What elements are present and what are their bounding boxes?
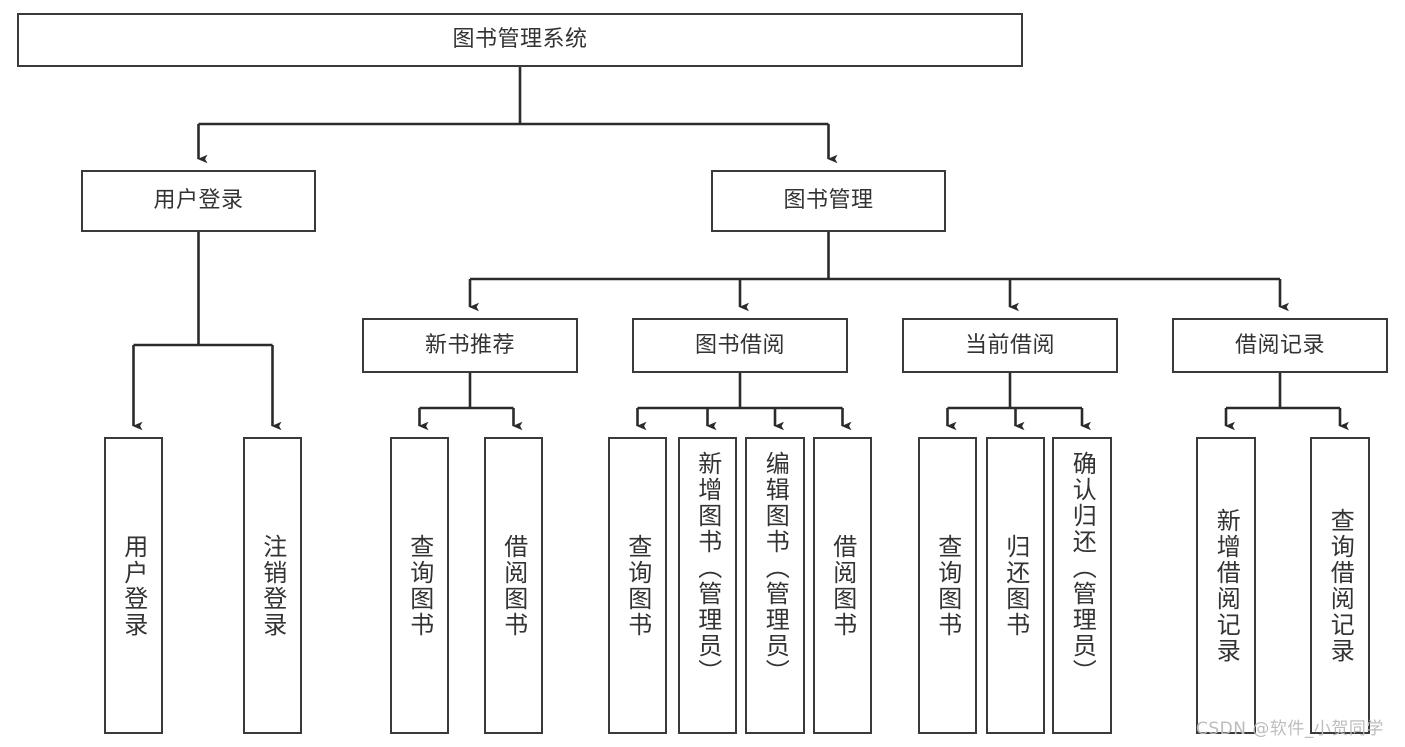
node-label: 查询图书 bbox=[623, 533, 652, 638]
node-label: 用户登录 bbox=[119, 533, 148, 638]
node-leaf-borrow-book-2[interactable]: 借阅图书 bbox=[813, 437, 872, 734]
node-leaf-query-record[interactable]: 查询借阅记录 bbox=[1310, 437, 1370, 734]
node-label: 新增借阅记录 bbox=[1212, 507, 1241, 664]
node-label: 图书管理 bbox=[783, 188, 874, 214]
node-label: 借阅图书 bbox=[499, 533, 528, 638]
node-label: 借阅图书 bbox=[828, 533, 857, 638]
node-records[interactable]: 借阅记录 bbox=[1172, 318, 1388, 373]
node-label: 借阅记录 bbox=[1234, 332, 1325, 358]
node-label: 新书推荐 bbox=[424, 332, 515, 358]
node-label: 确认归还（管理员） bbox=[1068, 451, 1097, 685]
node-label: 当前借阅 bbox=[964, 332, 1055, 358]
node-current[interactable]: 当前借阅 bbox=[902, 318, 1118, 373]
node-root[interactable]: 图书管理系统 bbox=[17, 13, 1023, 67]
node-borrow[interactable]: 图书借阅 bbox=[632, 318, 848, 373]
node-leaf-borrow-book-1[interactable]: 借阅图书 bbox=[484, 437, 543, 734]
node-label: 查询借阅记录 bbox=[1326, 507, 1355, 664]
node-login[interactable]: 用户登录 bbox=[81, 170, 316, 232]
node-leaf-return-book[interactable]: 归还图书 bbox=[986, 437, 1045, 734]
node-label: 用户登录 bbox=[153, 188, 244, 214]
node-leaf-edit-book[interactable]: 编辑图书（管理员） bbox=[745, 437, 805, 734]
node-leaf-confirm-return[interactable]: 确认归还（管理员） bbox=[1052, 437, 1112, 734]
node-label: 新增图书（管理员） bbox=[693, 451, 722, 685]
node-newbooks[interactable]: 新书推荐 bbox=[362, 318, 578, 373]
node-leaf-query-book-2[interactable]: 查询图书 bbox=[608, 437, 667, 734]
node-label: 注销登录 bbox=[258, 533, 287, 638]
node-label: 图书借阅 bbox=[694, 332, 785, 358]
node-label: 查询图书 bbox=[933, 533, 962, 638]
node-leaf-query-book-1[interactable]: 查询图书 bbox=[390, 437, 449, 734]
node-leaf-add-book[interactable]: 新增图书（管理员） bbox=[678, 437, 737, 734]
node-leaf-logout[interactable]: 注销登录 bbox=[243, 437, 302, 734]
node-leaf-user-login[interactable]: 用户登录 bbox=[104, 437, 163, 734]
node-leaf-query-book-3[interactable]: 查询图书 bbox=[918, 437, 977, 734]
node-label: 查询图书 bbox=[405, 533, 434, 638]
node-label: 图书管理系统 bbox=[452, 27, 588, 53]
node-label: 编辑图书（管理员） bbox=[761, 451, 790, 685]
node-bookmgmt[interactable]: 图书管理 bbox=[711, 170, 946, 232]
node-leaf-add-record[interactable]: 新增借阅记录 bbox=[1196, 437, 1256, 734]
node-label: 归还图书 bbox=[1001, 533, 1030, 638]
watermark-text: CSDN @软件_小贺同学 bbox=[1196, 719, 1384, 739]
